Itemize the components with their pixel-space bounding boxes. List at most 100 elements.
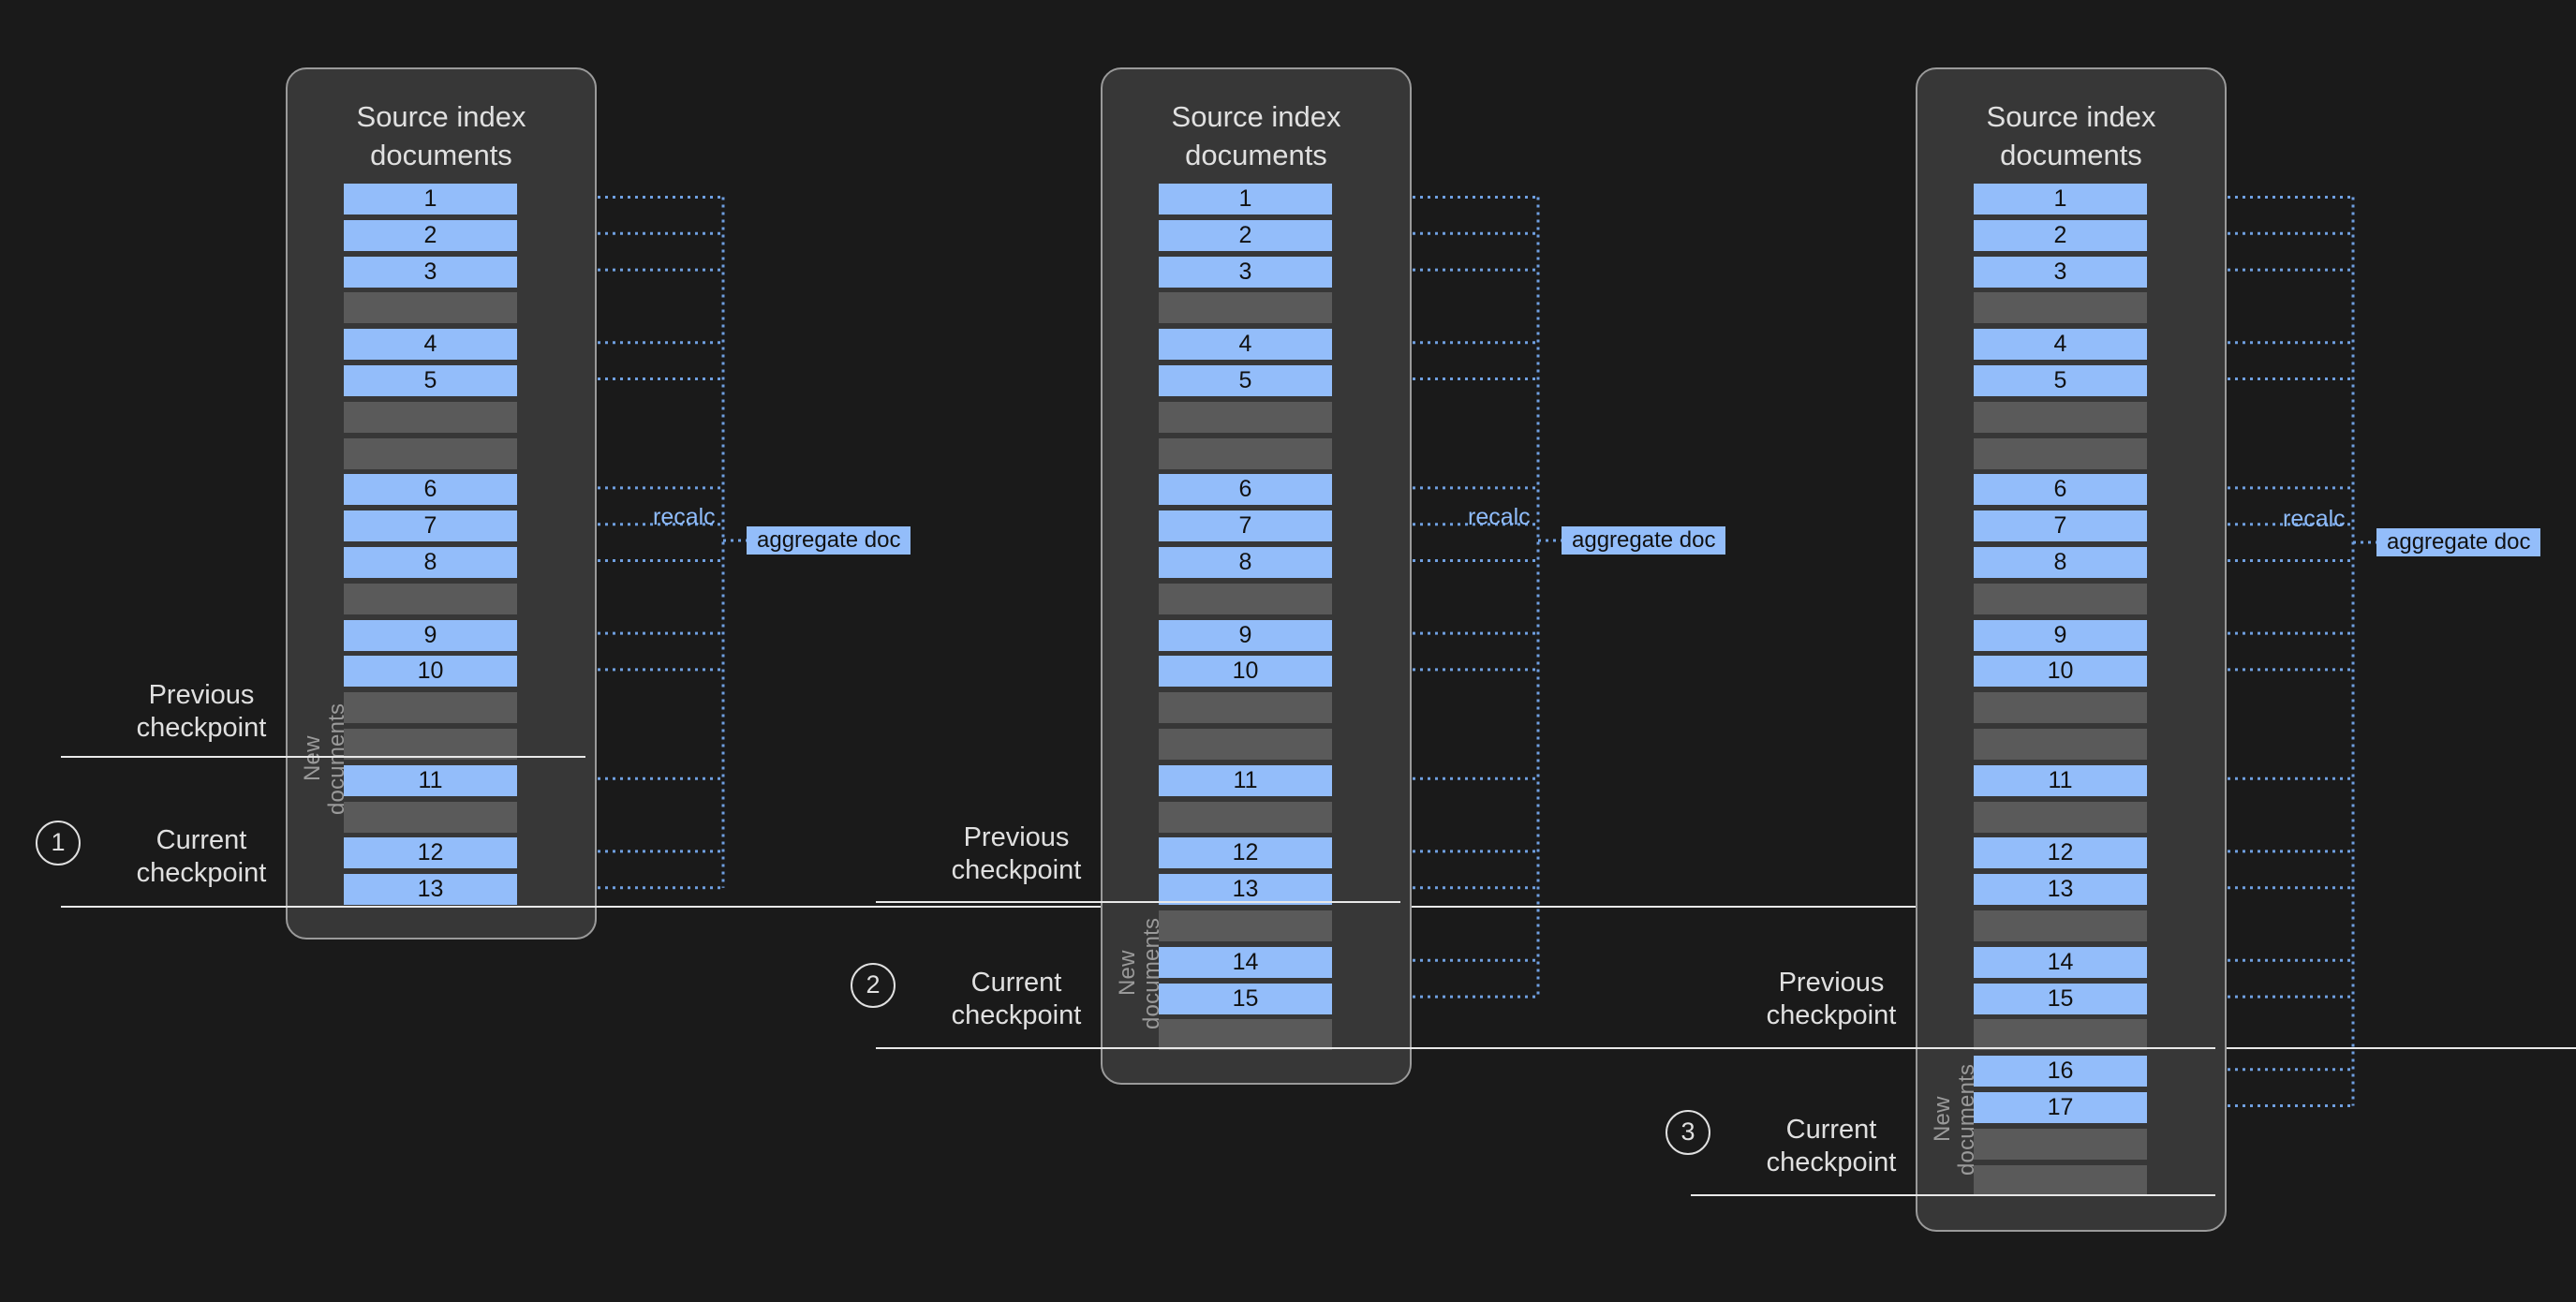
recalc-label-1: recalc: [653, 504, 716, 530]
document-row: 12: [1159, 837, 1332, 869]
empty-slot-row: [1159, 692, 1332, 724]
document-id-label: 4: [423, 331, 437, 358]
empty-slot-row: [344, 437, 517, 469]
document-id-label: 8: [2053, 549, 2067, 575]
document-id-label: 8: [1238, 549, 1252, 575]
current-checkpoint-label-2: Current checkpoint: [951, 968, 1082, 1030]
document-id-label: 10: [2047, 658, 2074, 685]
document-row: 1: [1159, 184, 1332, 215]
document-row: 12: [1974, 837, 2147, 869]
empty-slot-row: [1974, 729, 2147, 760]
document-row: 15: [1974, 983, 2147, 1014]
previous-checkpoint-label-2: Previous checkpoint: [951, 822, 1082, 885]
document-row: 13: [1974, 874, 2147, 906]
document-id-label: 1: [423, 185, 437, 212]
document-row: 2: [1159, 219, 1332, 251]
document-row: 10: [1974, 656, 2147, 688]
empty-slot-row: [1159, 437, 1332, 469]
previous-checkpoint-label-1: Previous checkpoint: [136, 680, 267, 743]
document-id-label: 15: [2047, 984, 2074, 1012]
document-id-label: 7: [1238, 512, 1252, 540]
document-row: 8: [1159, 547, 1332, 578]
document-id-label: 7: [423, 512, 437, 540]
empty-slot-row: [1974, 583, 2147, 614]
document-row: 9: [1159, 619, 1332, 651]
document-id-label: 2: [423, 221, 437, 248]
previous-checkpoint-line-3: [1691, 1047, 2215, 1049]
document-row: 5: [344, 365, 517, 396]
empty-slot-row: [1159, 292, 1332, 324]
document-row: 3: [1974, 256, 2147, 288]
empty-slot-row: [344, 292, 517, 324]
document-id-label: 12: [417, 839, 444, 866]
document-id-label: 2: [1238, 221, 1252, 248]
empty-slot-row: [1974, 1019, 2147, 1051]
aggregate-doc-box-3: aggregate doc: [2376, 528, 2541, 556]
document-id-label: 10: [1232, 658, 1259, 685]
document-id-label: 9: [423, 621, 437, 648]
document-id-label: 6: [2053, 476, 2067, 503]
current-checkpoint-label-3: Current checkpoint: [1766, 1115, 1897, 1177]
panel-title-1: Source index documents: [356, 100, 526, 171]
document-id-label: 11: [1233, 766, 1258, 793]
document-row: 2: [344, 219, 517, 251]
document-row: 7: [1159, 510, 1332, 542]
document-row: 1: [1974, 184, 2147, 215]
document-id-label: 13: [2047, 876, 2074, 903]
document-row: 4: [344, 329, 517, 361]
document-row: 16: [1974, 1056, 2147, 1087]
step-number-3: 3: [1666, 1110, 1710, 1155]
document-id-label: 12: [1232, 839, 1259, 866]
empty-slot-row: [1974, 292, 2147, 324]
empty-slot-row: [1974, 437, 2147, 469]
document-row: 6: [344, 474, 517, 506]
document-row: 1: [344, 184, 517, 215]
empty-slot-row: [1159, 401, 1332, 433]
panel-title-3: Source index documents: [1986, 100, 2156, 171]
document-row: 5: [1159, 365, 1332, 396]
document-id-label: 1: [2053, 185, 2067, 212]
aggregate-doc-label-2: aggregate doc: [1572, 527, 1716, 553]
recalc-label-2: recalc: [1468, 504, 1531, 530]
empty-slot-row: [344, 692, 517, 724]
document-id-label: 14: [2047, 948, 2074, 975]
empty-slot-row: [1974, 1164, 2147, 1196]
empty-slot-row: [344, 401, 517, 433]
document-row: 11: [1159, 764, 1332, 796]
document-id-label: 5: [423, 367, 437, 393]
previous-checkpoint-label-3: Previous checkpoint: [1766, 968, 1897, 1030]
document-row: 5: [1974, 365, 2147, 396]
document-row: 8: [1974, 547, 2147, 578]
document-id-label: 3: [1238, 258, 1252, 285]
document-row: 11: [344, 764, 517, 796]
current-checkpoint-line-3: [1691, 1194, 2215, 1196]
empty-slot-row: [1159, 1019, 1332, 1051]
recalc-label-3: recalc: [2283, 506, 2346, 532]
empty-slot-row: [1974, 401, 2147, 433]
previous-checkpoint-line-1: [61, 756, 585, 758]
document-id-label: 6: [423, 476, 437, 503]
aggregate-doc-label-1: aggregate doc: [757, 527, 901, 553]
document-id-label: 8: [423, 549, 437, 575]
document-row: 12: [344, 837, 517, 869]
document-row: 6: [1974, 474, 2147, 506]
document-id-label: 3: [2053, 258, 2067, 285]
document-row: 7: [1974, 510, 2147, 542]
document-id-label: 13: [417, 876, 444, 903]
document-row: 14: [1159, 946, 1332, 978]
document-id-label: 5: [2053, 367, 2067, 393]
document-id-label: 15: [1232, 984, 1259, 1012]
document-id-label: 11: [418, 766, 443, 793]
document-id-label: 5: [1238, 367, 1252, 393]
empty-slot-row: [1974, 801, 2147, 833]
document-id-label: 2: [2053, 221, 2067, 248]
document-row: 9: [344, 619, 517, 651]
document-id-label: 11: [2048, 766, 2073, 793]
document-id-label: 10: [417, 658, 444, 685]
document-id-label: 1: [1238, 185, 1252, 212]
